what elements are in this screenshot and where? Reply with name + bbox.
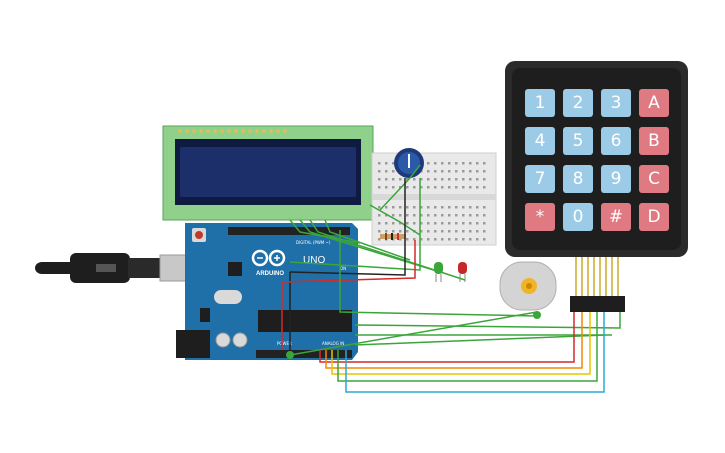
- keypad-key-3[interactable]: 3: [601, 89, 631, 117]
- keypad-key-label: 6: [611, 131, 622, 151]
- keypad-key-9[interactable]: 9: [601, 165, 631, 193]
- keypad-key-label: 0: [573, 207, 584, 227]
- keypad-key-label: 7: [535, 169, 546, 189]
- breadboard-holes: [378, 162, 486, 241]
- keypad-key-0[interactable]: 0: [563, 203, 593, 231]
- keypad-key-label: A: [648, 93, 660, 113]
- usb-cable[interactable]: [35, 253, 199, 283]
- keypad-key-label: 9: [611, 169, 622, 189]
- keypad-key-B[interactable]: B: [639, 127, 669, 155]
- keypad-key-D[interactable]: D: [639, 203, 669, 231]
- keypad-key-2[interactable]: 2: [563, 89, 593, 117]
- keypad-key-#[interactable]: #: [601, 203, 631, 231]
- keypad-key-label: C: [648, 169, 660, 189]
- keypad-4x4[interactable]: 1 2 3 A 4 5 6 B 7 8 9 C * 0 # D: [505, 61, 688, 312]
- keypad-key-label: D: [647, 207, 660, 227]
- keypad-key-label: 4: [535, 131, 546, 151]
- keypad-key-7[interactable]: 7: [525, 165, 555, 193]
- digital-header-label: DIGITAL (PWM ~): [296, 240, 331, 245]
- potentiometer-icon[interactable]: [394, 148, 424, 178]
- wires: [281, 164, 621, 393]
- keypad-key-*[interactable]: *: [525, 203, 555, 231]
- board-model-text: UNO: [303, 255, 325, 266]
- keypad-key-label: 5: [573, 131, 584, 151]
- keypad-key-label: #: [609, 207, 623, 227]
- keypad-key-8[interactable]: 8: [563, 165, 593, 193]
- keypad-key-label: 8: [573, 169, 584, 189]
- power-header-label: POWER: [277, 341, 292, 346]
- lcd-pin-header: [178, 129, 287, 133]
- keypad-key-6[interactable]: 6: [601, 127, 631, 155]
- on-label: ON: [340, 266, 346, 271]
- keypad-key-5[interactable]: 5: [563, 127, 593, 155]
- keypad-key-A[interactable]: A: [639, 89, 669, 117]
- keypad-ribbon: [575, 257, 619, 297]
- red-led[interactable]: [458, 262, 467, 282]
- keypad-key-label: 3: [611, 93, 622, 113]
- keypad-key-1[interactable]: 1: [525, 89, 555, 117]
- keypad-key-label: 2: [573, 93, 584, 113]
- keypad-key-label: B: [648, 131, 660, 151]
- arduino-uno-board[interactable]: ARDUINO UNO DIGITAL (PWM ~) POWER ANALOG…: [176, 223, 358, 360]
- analog-header-label: ANALOG IN: [322, 341, 344, 346]
- arduino-logo-icon: [251, 249, 286, 267]
- keypad-key-label: 1: [535, 93, 546, 113]
- keypad-key-label: *: [536, 207, 545, 227]
- keypad-key-C[interactable]: C: [639, 165, 669, 193]
- keypad-connector: [570, 296, 625, 312]
- dc-motor[interactable]: [499, 261, 557, 311]
- lcd-16x2[interactable]: [162, 125, 374, 221]
- keypad-key-4[interactable]: 4: [525, 127, 555, 155]
- mini-breadboard[interactable]: [371, 152, 497, 246]
- board-logo-text: ARDUINO: [256, 271, 284, 277]
